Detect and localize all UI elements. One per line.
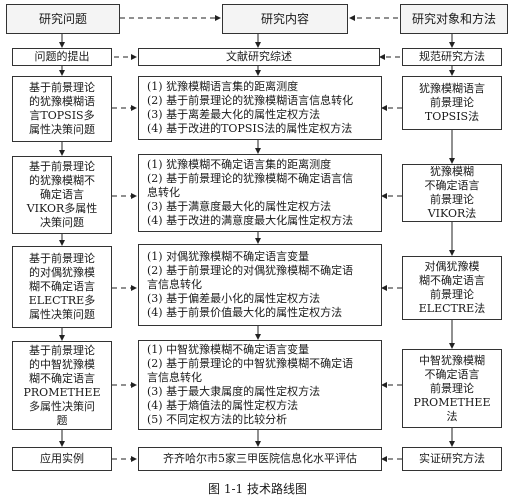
text-line: 的犹豫模糊不 xyxy=(28,174,95,187)
text-line: 基于前景理论 xyxy=(29,81,95,94)
text-line: 的对偶犹豫模 xyxy=(29,266,95,279)
application-example-box: 应用实例 xyxy=(12,447,112,471)
text-line: (3) 基于离差最大化的属性定权方法 xyxy=(147,108,321,121)
text-line: 糊不确定语言 xyxy=(419,274,485,287)
text-line: 基于前景理论 xyxy=(28,160,95,173)
text-line: (1) 中智犹豫模糊不确定语言变量 xyxy=(147,343,310,356)
text-line: 言信息转化 xyxy=(147,278,202,291)
text-line: 前景理论 xyxy=(429,381,474,395)
text-line: 基于前景理论 xyxy=(28,343,95,357)
figure-caption: 图 1-1 技术路线图 xyxy=(208,482,307,496)
text-line: 题 xyxy=(56,413,68,427)
text-line: PROMETHEE xyxy=(413,395,491,409)
text-line: TOPSIS法 xyxy=(424,110,480,123)
text-line: VIKOR法 xyxy=(427,207,477,220)
header-research-content: 研究内容 xyxy=(222,4,348,34)
text-line: (3) 基于最大隶属度的属性定权方法 xyxy=(147,385,321,398)
literature-review-box: 文献研究综述 xyxy=(138,48,380,66)
text-line: (1) 对偶犹豫模糊不确定语言变量 xyxy=(147,250,310,263)
text-line: (2) 基于前景理论的中智犹豫模糊不确定语 xyxy=(147,357,354,370)
text-line: 中智犹豫模糊 xyxy=(418,353,485,367)
text-line: (4) 基于前景价值最大化的属性定权方法 xyxy=(147,306,343,319)
text-line: 基于前景理论 xyxy=(29,252,95,265)
text-line: 言信息转化 xyxy=(147,371,202,384)
text-line: 决策问题 xyxy=(39,216,84,229)
section2-content-box: (1) 犹豫模糊不确定语言集的距离测度(2) 基于前景理论的犹豫模糊不确定语言信… xyxy=(138,154,382,232)
text-line: 前景理论 xyxy=(430,193,474,206)
text-line: 前景理论 xyxy=(430,288,474,301)
text-line: ELECTRE多 xyxy=(28,294,96,307)
problem-statement-box: 问题的提出 xyxy=(12,48,112,66)
section3-content-box: (1) 对偶犹豫模糊不确定语言变量(2) 基于前景理论的对偶犹豫模糊不确定语言信… xyxy=(138,244,382,326)
text-line: 糊不确定语言 xyxy=(28,371,95,385)
text-line: (1) 犹豫模糊语言集的距离测度 xyxy=(147,80,299,93)
text-line: 的中智犹豫模 xyxy=(28,357,95,371)
header-research-objects-methods: 研究对象和方法 xyxy=(400,4,508,34)
normative-method-box: 规范研究方法 xyxy=(402,48,502,66)
text-line: (3) 基于偏差最小化的属性定权方法 xyxy=(147,292,321,305)
text-line: (1) 犹豫模糊不确定语言集的距离测度 xyxy=(147,158,332,171)
text-line: PROMETHEE xyxy=(23,385,101,399)
text-line: 不确定语言 xyxy=(424,367,480,381)
text-line: 犹豫模糊 xyxy=(430,165,474,178)
header-research-questions: 研究问题 xyxy=(6,4,120,34)
text-line: (4) 基于改进的满意度最大化属性定权方法 xyxy=(147,214,354,227)
text-line: 属性决策问题 xyxy=(29,123,95,136)
text-line: (3) 基于满意度最大化的属性定权方法 xyxy=(147,200,332,213)
text-line: (5) 不同定权方法的比较分析 xyxy=(147,413,288,426)
text-line: (2) 基于前景理论的犹豫模糊不确定语言信 xyxy=(147,172,354,185)
text-line: 属性决策问题 xyxy=(29,308,95,321)
text-line: 前景理论 xyxy=(430,96,474,109)
section4-content-box: (1) 中智犹豫模糊不确定语言变量(2) 基于前景理论的中智犹豫模糊不确定语言信… xyxy=(138,340,382,430)
text-line: (2) 基于前景理论的对偶犹豫模糊不确定语 xyxy=(147,264,354,277)
empirical-method-box: 实证研究方法 xyxy=(402,447,502,471)
text-line: (4) 基于改进的TOPSIS法的属性定权方法 xyxy=(147,122,353,135)
text-line: 对偶犹豫模 xyxy=(424,260,480,273)
text-line: (2) 基于前景理论的犹豫模糊语言信息转化 xyxy=(147,94,354,107)
text-line: (4) 基于熵值法的属性定权方法 xyxy=(147,399,299,412)
text-line: VIKOR多属性 xyxy=(26,202,98,215)
hospital-evaluation-box: 齐齐哈尔市5家三甲医院信息化水平评估 xyxy=(138,447,382,471)
text-line: ELECTRE法 xyxy=(418,302,486,315)
text-line: 不确定语言 xyxy=(424,179,480,192)
text-line: 息转化 xyxy=(147,186,180,199)
section1-content-box: (1) 犹豫模糊语言集的距离测度(2) 基于前景理论的犹豫模糊语言信息转化(3)… xyxy=(138,76,382,140)
text-line: 确定语言 xyxy=(39,188,84,201)
text-line: 法 xyxy=(446,409,458,423)
text-line: 多属性决策问 xyxy=(28,399,95,413)
text-line: 的犹豫模糊语 xyxy=(29,95,95,108)
text-line: 犹豫模糊语言 xyxy=(419,82,485,95)
text-line: 糊不确定语言 xyxy=(29,280,95,293)
section1-question-box: 基于前景理论的犹豫模糊语言TOPSIS多属性决策问题 xyxy=(12,76,112,142)
text-line: 言TOPSIS多 xyxy=(29,109,95,122)
